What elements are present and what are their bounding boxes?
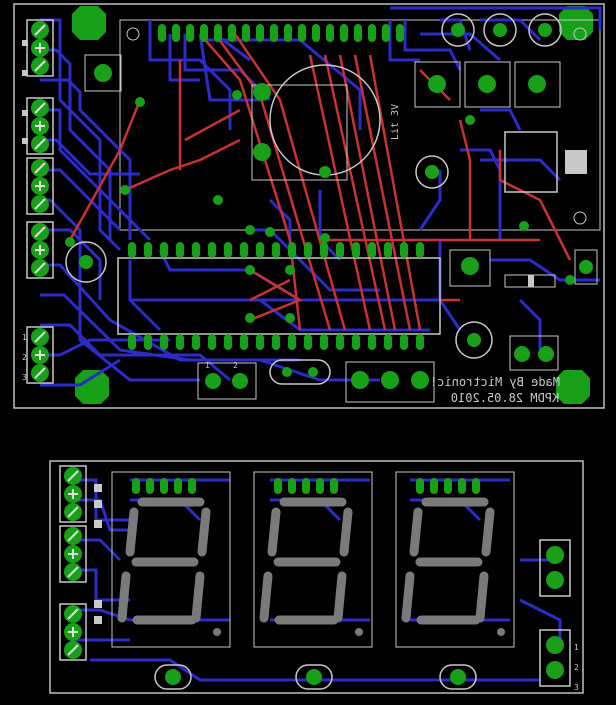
top-board-outline	[13, 3, 605, 409]
header-pin-label-2: 2	[233, 361, 238, 370]
display-board-outline	[49, 460, 584, 694]
top-traces	[68, 33, 572, 331]
header-pin-label-1: 1	[205, 361, 210, 370]
crystal	[269, 359, 331, 385]
display-board: 3 2 1	[49, 460, 584, 694]
display-terminal-pin-label-1: 1	[574, 643, 579, 652]
display-right-terminals	[539, 539, 571, 687]
top-board: Lit 3V	[13, 3, 605, 409]
left-terminal-pin-label-1: 1	[22, 333, 27, 342]
battery-label: Lit 3V	[390, 104, 401, 140]
left-terminal-pin-label-3: 3	[22, 373, 27, 382]
left-terminal-pin-label-2: 2	[22, 353, 27, 362]
microcontroller-footprint	[117, 242, 441, 350]
display-terminal-pin-label-2: 2	[574, 663, 579, 672]
voltage-regulator	[504, 131, 558, 193]
display-terminal-pin-label-3: 3	[574, 683, 579, 692]
left-terminal-blocks	[22, 19, 54, 384]
mounting-holes	[72, 6, 593, 404]
display-left-terminals	[59, 465, 102, 661]
display-transistors	[154, 664, 477, 690]
credit-line-1: Made By Mictronic!	[430, 375, 560, 389]
top-pin-header	[158, 24, 404, 42]
potentiometers	[84, 54, 561, 287]
credit-line-2: KPDM 28.05.2010	[451, 391, 559, 405]
bottom-headers	[197, 249, 598, 403]
capacitors	[65, 13, 562, 359]
vias	[65, 83, 575, 323]
